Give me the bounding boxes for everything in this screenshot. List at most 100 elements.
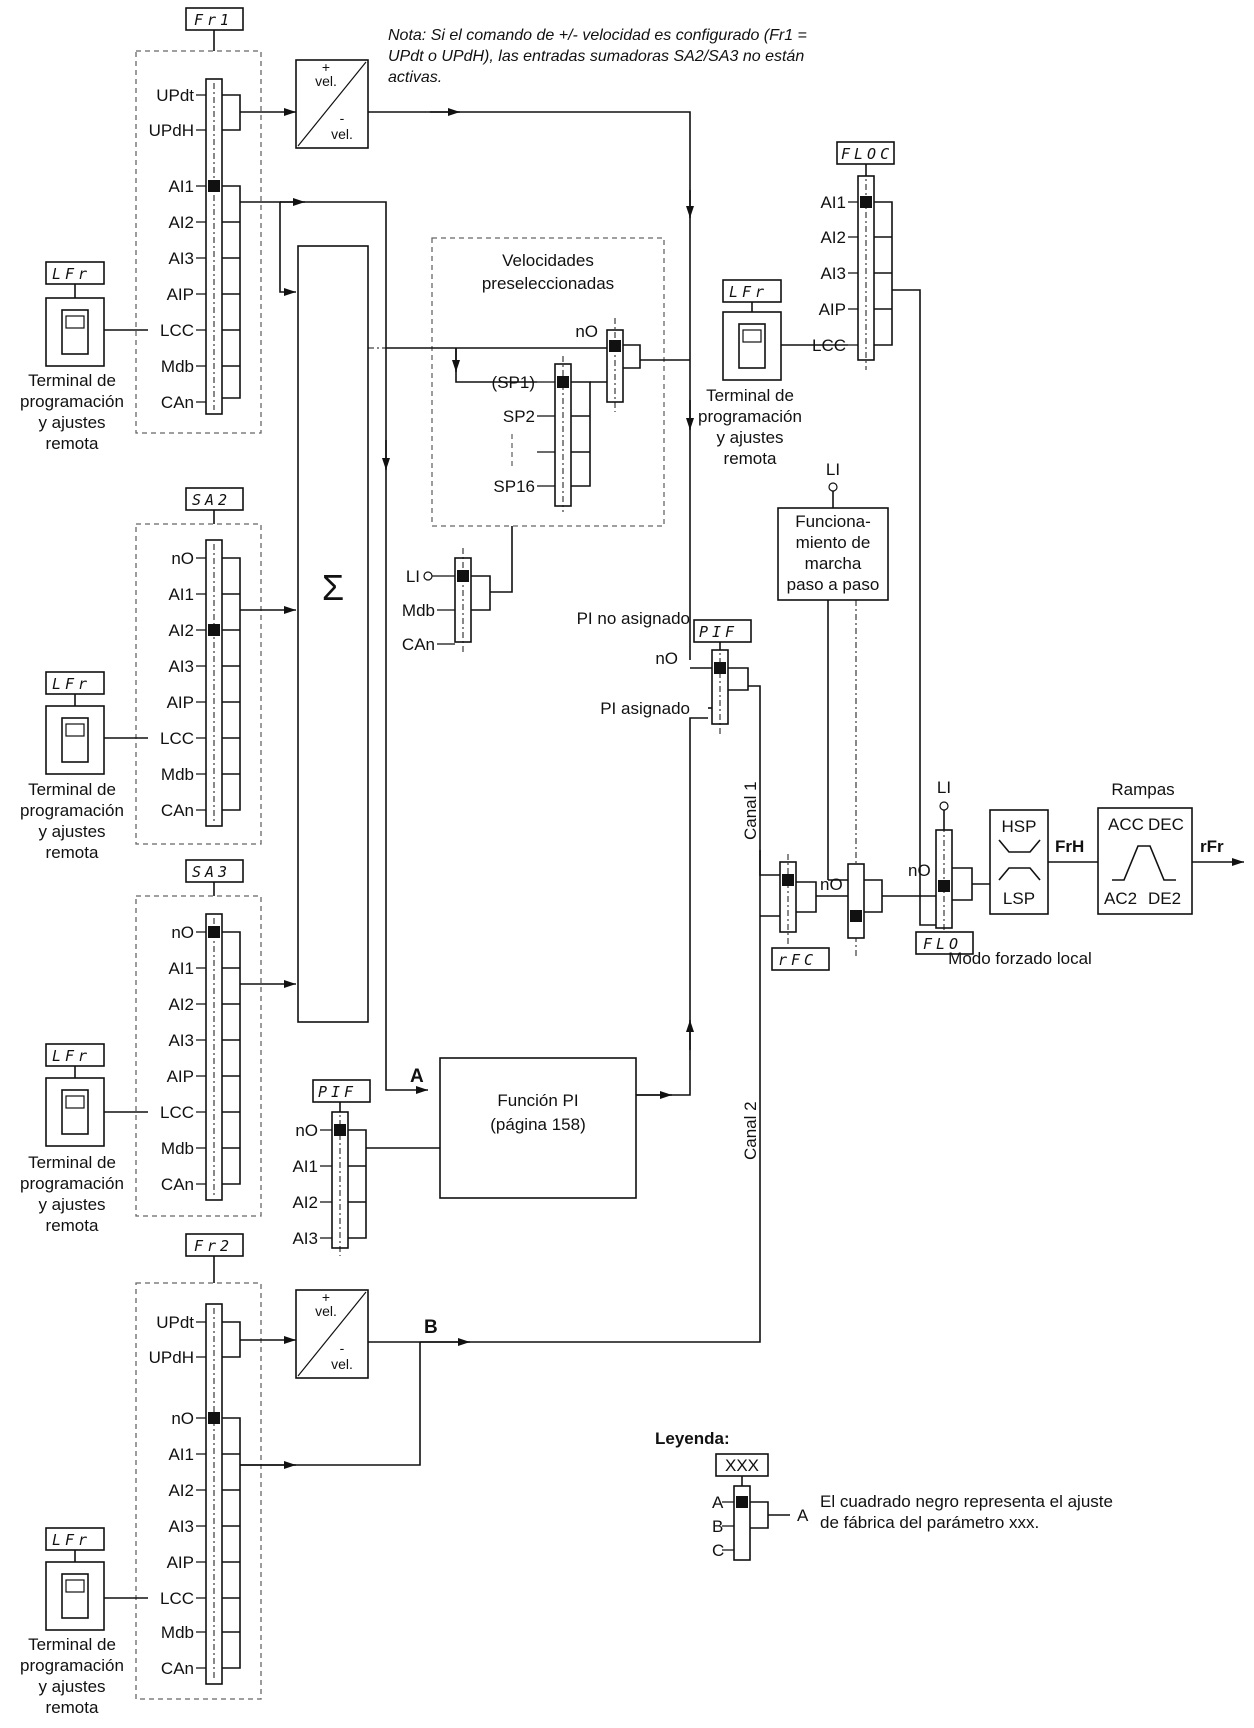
- sa2-input-aip: AIP: [167, 693, 194, 712]
- fr2-input-can: CAn: [161, 1659, 194, 1678]
- sa2-input-no: nO: [171, 549, 194, 568]
- fr2-speed-plus: +: [322, 1289, 330, 1305]
- fr1-input-updt: UPdt: [156, 86, 194, 105]
- sum-box: [297, 245, 369, 1023]
- pif-upper-selector: PI no asignado PIF nO PI asignado: [577, 609, 752, 736]
- preset-source-mdb: Mdb: [402, 601, 435, 620]
- fr2-selector: Fr2: [135, 1233, 262, 1700]
- ramp-de2: DE2: [1148, 889, 1181, 908]
- fr1-speed-minus: -: [340, 110, 345, 126]
- canal-1-label: Canal 1: [741, 781, 760, 840]
- ramp-ac2: AC2: [1104, 889, 1137, 908]
- terminal-fr1-line2: programación: [20, 392, 124, 411]
- flo-param-box: [915, 931, 974, 955]
- jog-block: LI Funciona- miento de marcha paso a pas…: [777, 460, 889, 956]
- terminal-fr1-line4: remota: [46, 434, 99, 453]
- canal-1-line: [748, 685, 782, 876]
- preset-source-selector: LI Mdb CAn: [402, 526, 513, 654]
- fr1-input-ai1: AI1: [168, 177, 194, 196]
- speed-limits: HSP LSP: [989, 809, 1049, 915]
- sa2-param-label: SA2: [192, 491, 231, 509]
- ramp-acc: ACC: [1108, 815, 1144, 834]
- fr1-speed-plus-label: vel.: [315, 73, 337, 89]
- terminal-floc: LFr Terminal de programación y ajustes r…: [698, 279, 848, 468]
- pi-not-assigned-label: PI no asignado: [577, 609, 690, 628]
- floc-selector: FLOC AI1 AI2 AI3 AIP LCC: [812, 141, 936, 926]
- terminal-sa3-line3: y ajustes: [38, 1195, 105, 1214]
- terminal-fr2: LFr Terminal de programación y ajustes r…: [20, 1527, 148, 1717]
- canal-2-label: Canal 2: [741, 1101, 760, 1160]
- floc-input-aip: AIP: [819, 300, 846, 319]
- legend-text-1: El cuadrado negro representa el ajuste: [820, 1492, 1113, 1511]
- jog-box: [777, 507, 889, 601]
- sa3-input-ai2: AI2: [168, 995, 194, 1014]
- terminal-fr2-line3: y ajustes: [38, 1677, 105, 1696]
- legend-marker: [736, 1496, 748, 1508]
- fr1-speed-block: + vel. - vel.: [295, 59, 369, 149]
- preset-no-marker: [609, 340, 621, 352]
- flo-param-label: FLO: [923, 935, 962, 953]
- jog-switch: [847, 863, 865, 939]
- terminal-sa3-line2: programación: [20, 1174, 124, 1193]
- terminal-floc-line4: remota: [724, 449, 777, 468]
- fr1-input-can: CAn: [161, 393, 194, 412]
- terminal-fr1-line3: y ajustes: [38, 413, 105, 432]
- sa3-input-mdb: Mdb: [161, 1139, 194, 1158]
- ramps-title: Rampas: [1111, 780, 1174, 799]
- floc-marker: [860, 196, 872, 208]
- note-text: Nota: Si el comando de +/- velocidad es …: [388, 27, 807, 86]
- fr2-speed-block: + vel. - vel.: [295, 1289, 369, 1379]
- sa2-input-can: CAn: [161, 801, 194, 820]
- pif-upper-param-label: PIF: [699, 623, 738, 641]
- preset-sp16-label: SP16: [493, 477, 535, 496]
- floc-input-ai2: AI2: [820, 228, 846, 247]
- fr2-input-mdb: Mdb: [161, 1623, 194, 1642]
- terminal-floc-param-label: LFr: [729, 283, 768, 301]
- terminal-fr1: LFr Terminal de programación y ajustes r…: [20, 261, 148, 453]
- legend-input-b: B: [712, 1517, 723, 1536]
- floc-input-ai1: AI1: [820, 193, 846, 212]
- sa2-input-mdb: Mdb: [161, 765, 194, 784]
- note-line-1: Nota: Si el comando de +/- velocidad es …: [388, 27, 807, 44]
- sa3-input-can: CAn: [161, 1175, 194, 1194]
- sa2-factory-setting-marker: [208, 624, 220, 636]
- legend-title: Leyenda:: [655, 1429, 730, 1448]
- pi-function: Función PI (página 158): [439, 1057, 637, 1199]
- floc-input-ai3: AI3: [820, 264, 846, 283]
- sa2-inputs: nO AI1 AI2 AI3 AIP LCC Mdb CAn: [160, 549, 206, 820]
- legend-param-label: XXX: [725, 1456, 759, 1475]
- pif-lower-no: nO: [295, 1121, 318, 1140]
- pif-lower-selector: PIF nO AI1 AI2 AI3: [292, 1079, 440, 1256]
- jog-line-1: Funciona-: [795, 512, 871, 531]
- fr2-input-aip: AIP: [167, 1553, 194, 1572]
- fr2-speed-minus-label: vel.: [331, 1356, 353, 1372]
- terminal-sa2-line3: y ajustes: [38, 822, 105, 841]
- pif-lower-ai1: AI1: [292, 1157, 318, 1176]
- pif-upper-marker: [714, 662, 726, 674]
- pi-function-title: Función PI: [497, 1091, 578, 1110]
- pif-lower-ai3: AI3: [292, 1229, 318, 1248]
- terminal-sa2-line1: Terminal de: [28, 780, 116, 799]
- fr1-dashed-frame: [135, 50, 262, 434]
- rfr-label: rFr: [1200, 837, 1224, 856]
- sa2-input-ai1: AI1: [168, 585, 194, 604]
- preset-sp1-marker: [557, 376, 569, 388]
- fr2-input-ai1: AI1: [168, 1445, 194, 1464]
- pif-lower-ai2: AI2: [292, 1193, 318, 1212]
- pi-assigned-label: PI asignado: [600, 699, 690, 718]
- sa3-factory-setting-marker: [208, 926, 220, 938]
- terminal-fr2-line4: remota: [46, 1698, 99, 1717]
- legend-text-2: de fábrica del parámetro xxx.: [820, 1513, 1039, 1532]
- fr1-speed-plus: +: [322, 59, 330, 75]
- jog-line-3: marcha: [805, 554, 862, 573]
- ramp-dec: DEC: [1148, 815, 1184, 834]
- sa2-input-lcc: LCC: [160, 729, 194, 748]
- rfc-param-box: [771, 947, 830, 971]
- fr1-speed-output-line: [368, 111, 691, 218]
- fr2-speed-plus-label: vel.: [315, 1303, 337, 1319]
- fr2-input-ai2: AI2: [168, 1481, 194, 1500]
- sa3-param-label: SA3: [192, 863, 231, 881]
- preset-no-label: nO: [575, 322, 598, 341]
- fr1-param-label: Fr1: [194, 11, 233, 29]
